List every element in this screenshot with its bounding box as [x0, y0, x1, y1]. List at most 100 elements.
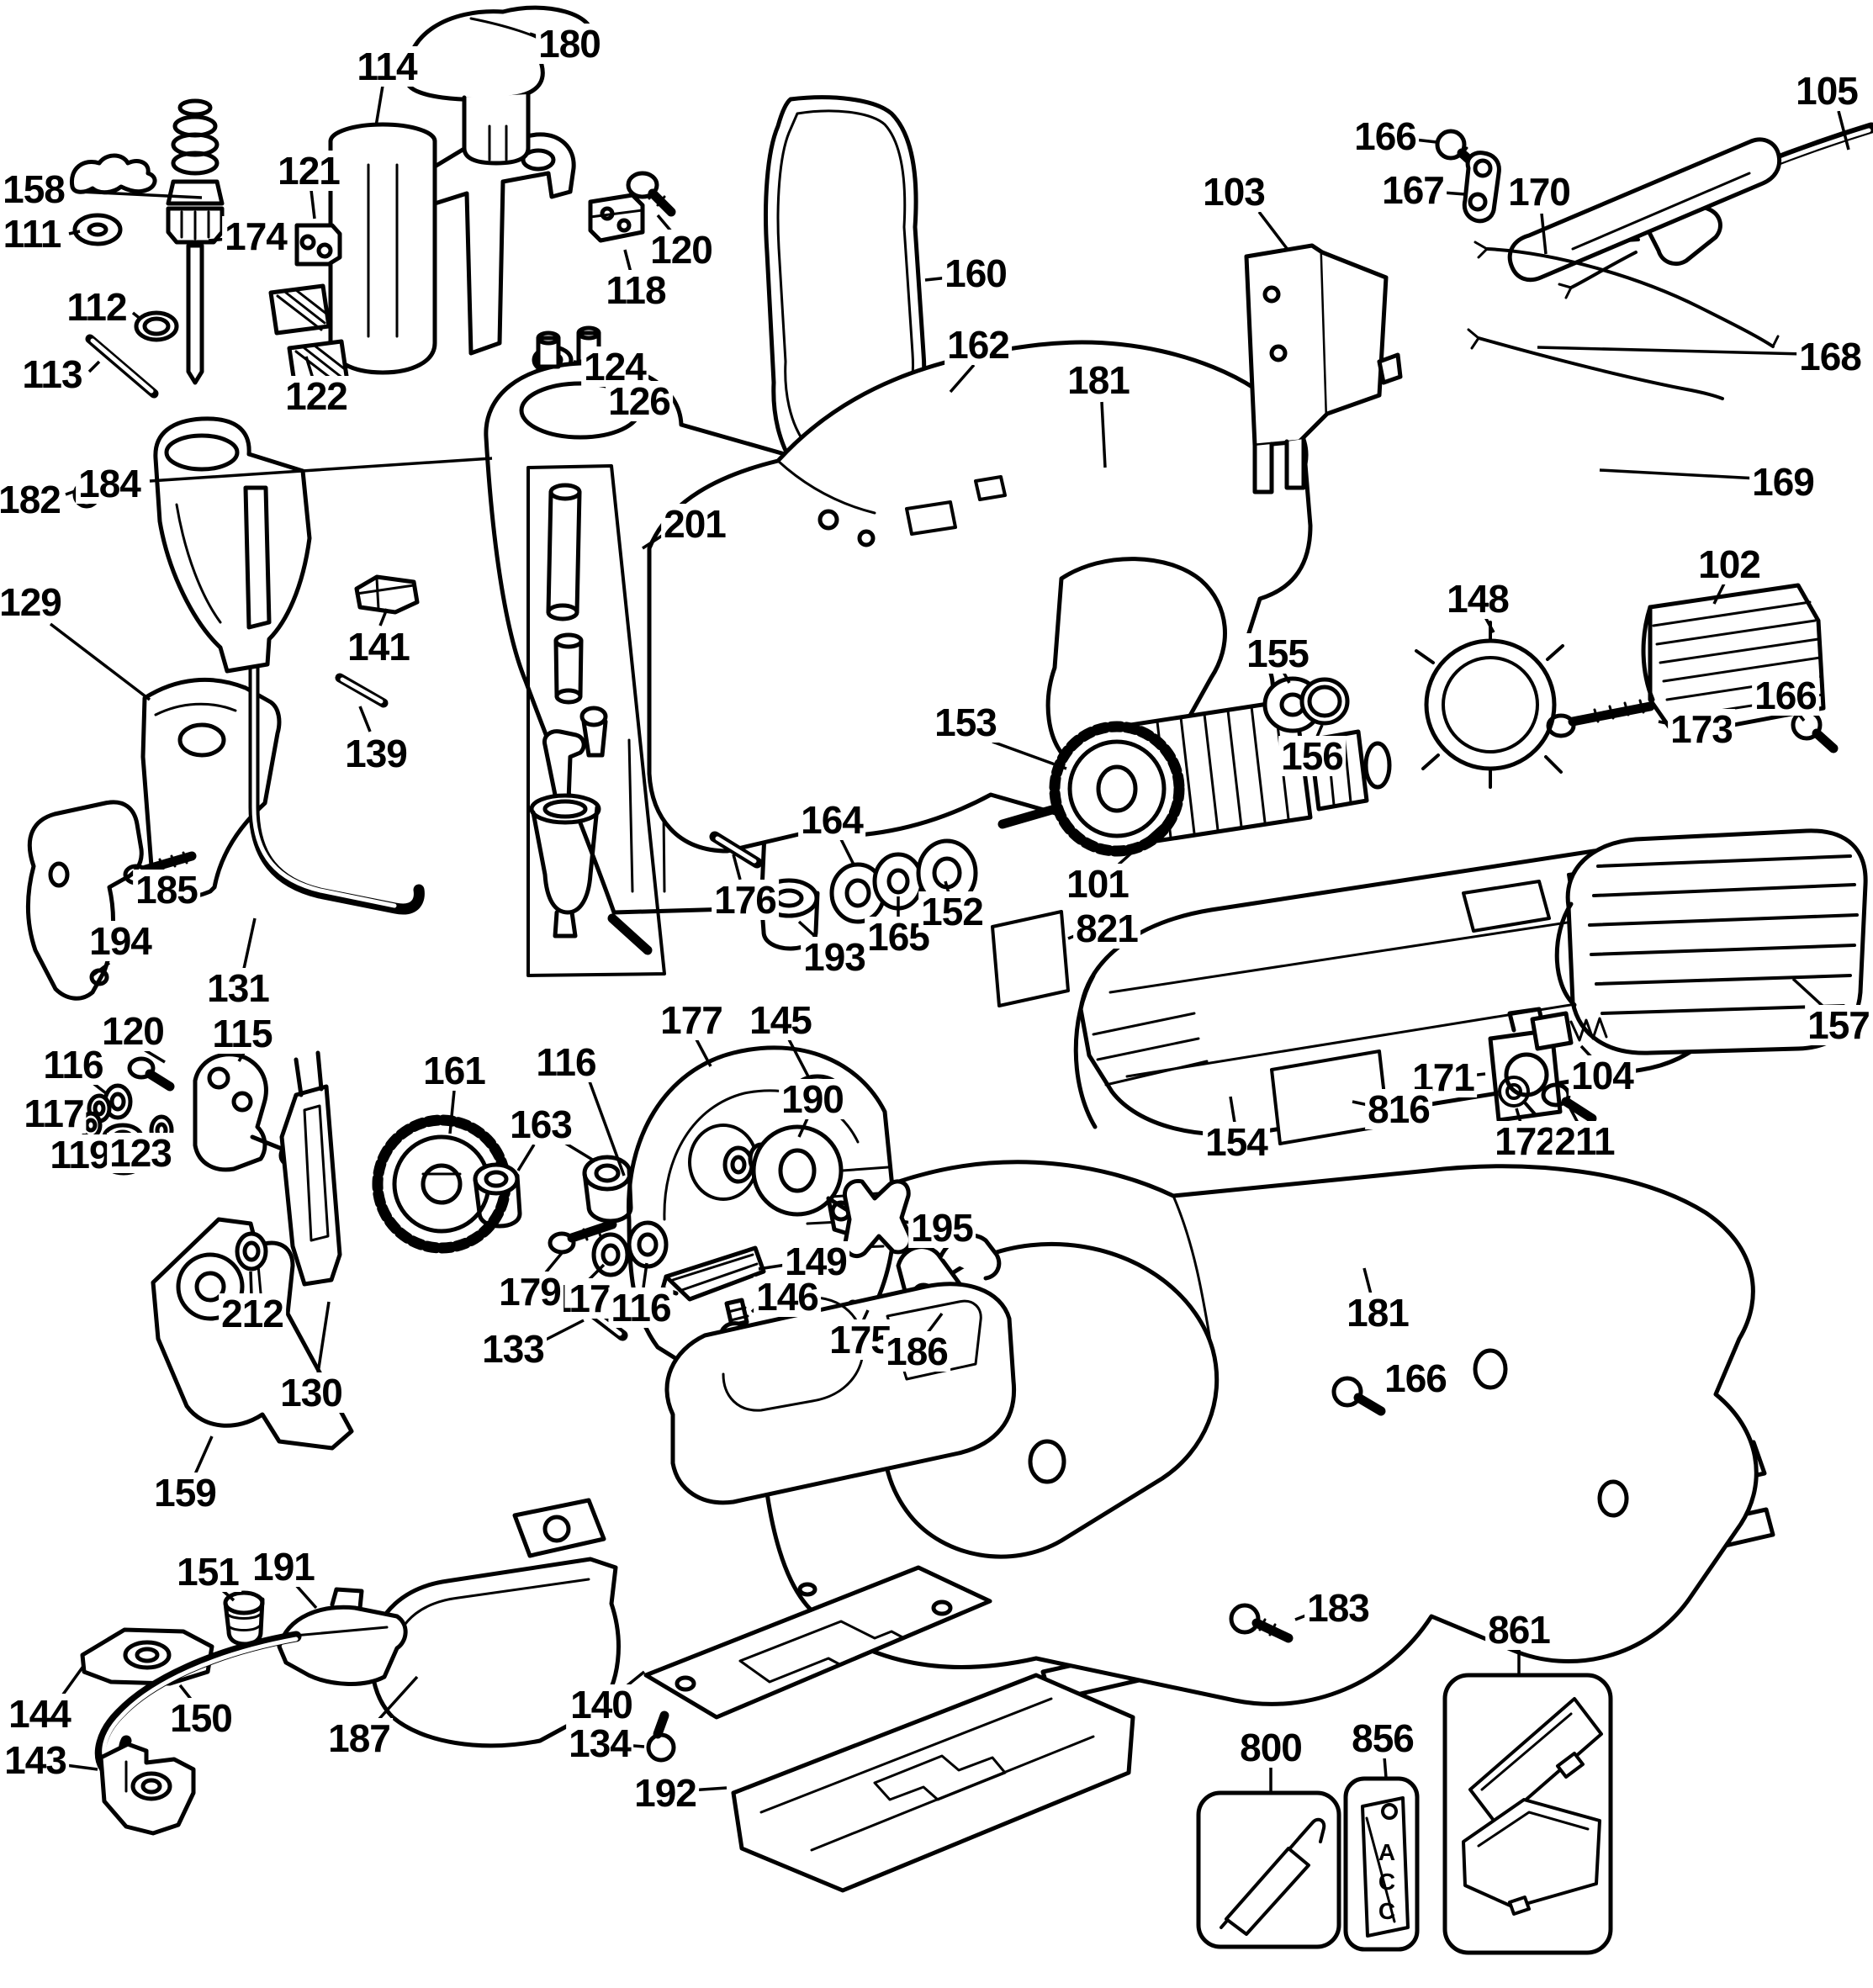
- part-121-clamp-art: [294, 223, 342, 267]
- leader-114-11: [374, 85, 384, 127]
- part-label-156: 156: [1278, 736, 1346, 776]
- part-label-145: 145: [747, 1000, 814, 1040]
- part-112-ring-art: [134, 310, 179, 342]
- part-label-185: 185: [133, 870, 200, 910]
- part-800-kit-art: [1196, 1790, 1341, 1949]
- part-183-screw-art: [1229, 1603, 1294, 1643]
- leader-103-26: [1257, 210, 1290, 252]
- part-label-192: 192: [632, 1773, 699, 1813]
- part-164-washer-art: [829, 862, 886, 924]
- leader-193-35: [797, 920, 819, 940]
- leader-111-1: [68, 230, 81, 235]
- part-120-screw-art: [626, 171, 676, 217]
- part-label-195: 195: [908, 1208, 976, 1248]
- part-label-162: 162: [944, 325, 1012, 365]
- part-label-179: 179: [496, 1272, 563, 1312]
- part-label-149: 149: [782, 1241, 849, 1282]
- part-103-switch-art: [1244, 243, 1403, 494]
- leader-101-38: [1117, 819, 1169, 866]
- leader-152-37: [944, 880, 950, 894]
- part-821-label-plate-art: [991, 910, 1070, 1007]
- part-label-166: 166: [1352, 116, 1419, 156]
- part-label-120: 120: [648, 230, 715, 270]
- leader-112-2: [131, 311, 143, 321]
- leader-161-65: [448, 1090, 456, 1134]
- part-label-187: 187: [325, 1718, 393, 1758]
- part-label-103: 103: [1200, 172, 1267, 212]
- part-label-800: 800: [1237, 1727, 1304, 1768]
- part-label-159: 159: [151, 1472, 219, 1513]
- part-label-146: 146: [754, 1277, 821, 1317]
- leader-191-78: [294, 1584, 318, 1610]
- part-181-handle-art: [758, 1160, 1759, 1706]
- part-label-143: 143: [2, 1740, 69, 1780]
- part-label-166: 166: [1752, 675, 1819, 716]
- leader-163-67: [516, 1144, 536, 1171]
- part-149-clamp-art: [660, 1245, 766, 1302]
- part-label-155: 155: [1244, 633, 1311, 674]
- part-label-194: 194: [87, 921, 154, 961]
- part-211-screw-art: [1541, 1082, 1597, 1124]
- leader-155-42: [1282, 671, 1291, 684]
- leader-169-28: [1599, 468, 1759, 480]
- part-label-120: 120: [99, 1011, 167, 1051]
- part-label-174: 174: [222, 216, 289, 256]
- leader-175-59: [861, 1309, 870, 1322]
- leader-105-25: [1837, 110, 1850, 151]
- part-label-161: 161: [421, 1050, 488, 1091]
- part-201-kit-art: [526, 464, 666, 977]
- leader-122-13: [304, 356, 315, 379]
- part-label-122: 122: [283, 376, 350, 416]
- part-label-169: 169: [1749, 462, 1817, 502]
- part-label-153: 153: [932, 702, 999, 743]
- part-157-cap-art: [1554, 828, 1868, 1055]
- leader-162-20: [949, 363, 976, 394]
- leader-148-41: [1484, 616, 1495, 633]
- leader-120-68: [143, 1048, 166, 1064]
- leader-153-32: [992, 740, 1067, 770]
- part-114-cylinder-art: [328, 122, 576, 375]
- part-label-150: 150: [167, 1698, 235, 1738]
- part-label-816: 816: [1365, 1089, 1432, 1129]
- part-label-102: 102: [1696, 544, 1763, 584]
- part-label-157: 157: [1805, 1005, 1872, 1045]
- part-163-bearings-art: [473, 1135, 633, 1229]
- part-label-113: 113: [19, 354, 85, 394]
- part-label-101: 101: [1064, 864, 1131, 904]
- leader-156-43: [1315, 724, 1324, 738]
- leader-157-46: [1791, 977, 1825, 1008]
- part-139-pin-art: [335, 673, 389, 708]
- part-label-141: 141: [345, 627, 412, 667]
- leader-139-31: [358, 706, 372, 732]
- part-label-140: 140: [568, 1684, 635, 1725]
- part-131-bail-art: [248, 642, 425, 915]
- part-167-link-art: [1462, 151, 1501, 224]
- leader-154-52: [1229, 1096, 1236, 1124]
- part-141-block-art: [354, 574, 420, 615]
- part-label-160: 160: [942, 253, 1009, 293]
- part-label-115: 115: [209, 1013, 275, 1054]
- leader-120-14: [656, 214, 673, 233]
- part-label-163: 163: [507, 1104, 574, 1145]
- leader-159-76: [193, 1435, 214, 1475]
- part-170-cord-guard-art: [1507, 137, 1782, 283]
- part-label-201: 201: [661, 504, 728, 544]
- part-label-172: 172: [1492, 1121, 1559, 1161]
- part-label-821: 821: [1073, 908, 1140, 949]
- part-143-clamp-art: [98, 1742, 196, 1836]
- part-label-168: 168: [1796, 336, 1864, 377]
- leader-143-81: [65, 1763, 98, 1771]
- leader-130-75: [316, 1301, 331, 1374]
- part-label-173: 173: [1668, 709, 1735, 749]
- leader-131-9: [242, 917, 257, 970]
- part-134-screw-art: [646, 1710, 676, 1763]
- leader-856-91: [1383, 1756, 1388, 1779]
- part-156-ring-art: [1299, 677, 1350, 726]
- part-label-177: 177: [658, 1000, 725, 1040]
- part-153-gear-art: [1049, 721, 1185, 857]
- leader-184-5: [149, 457, 493, 483]
- leader-129-6: [49, 622, 151, 701]
- part-label-190: 190: [779, 1079, 846, 1119]
- part-label-164: 164: [798, 800, 865, 840]
